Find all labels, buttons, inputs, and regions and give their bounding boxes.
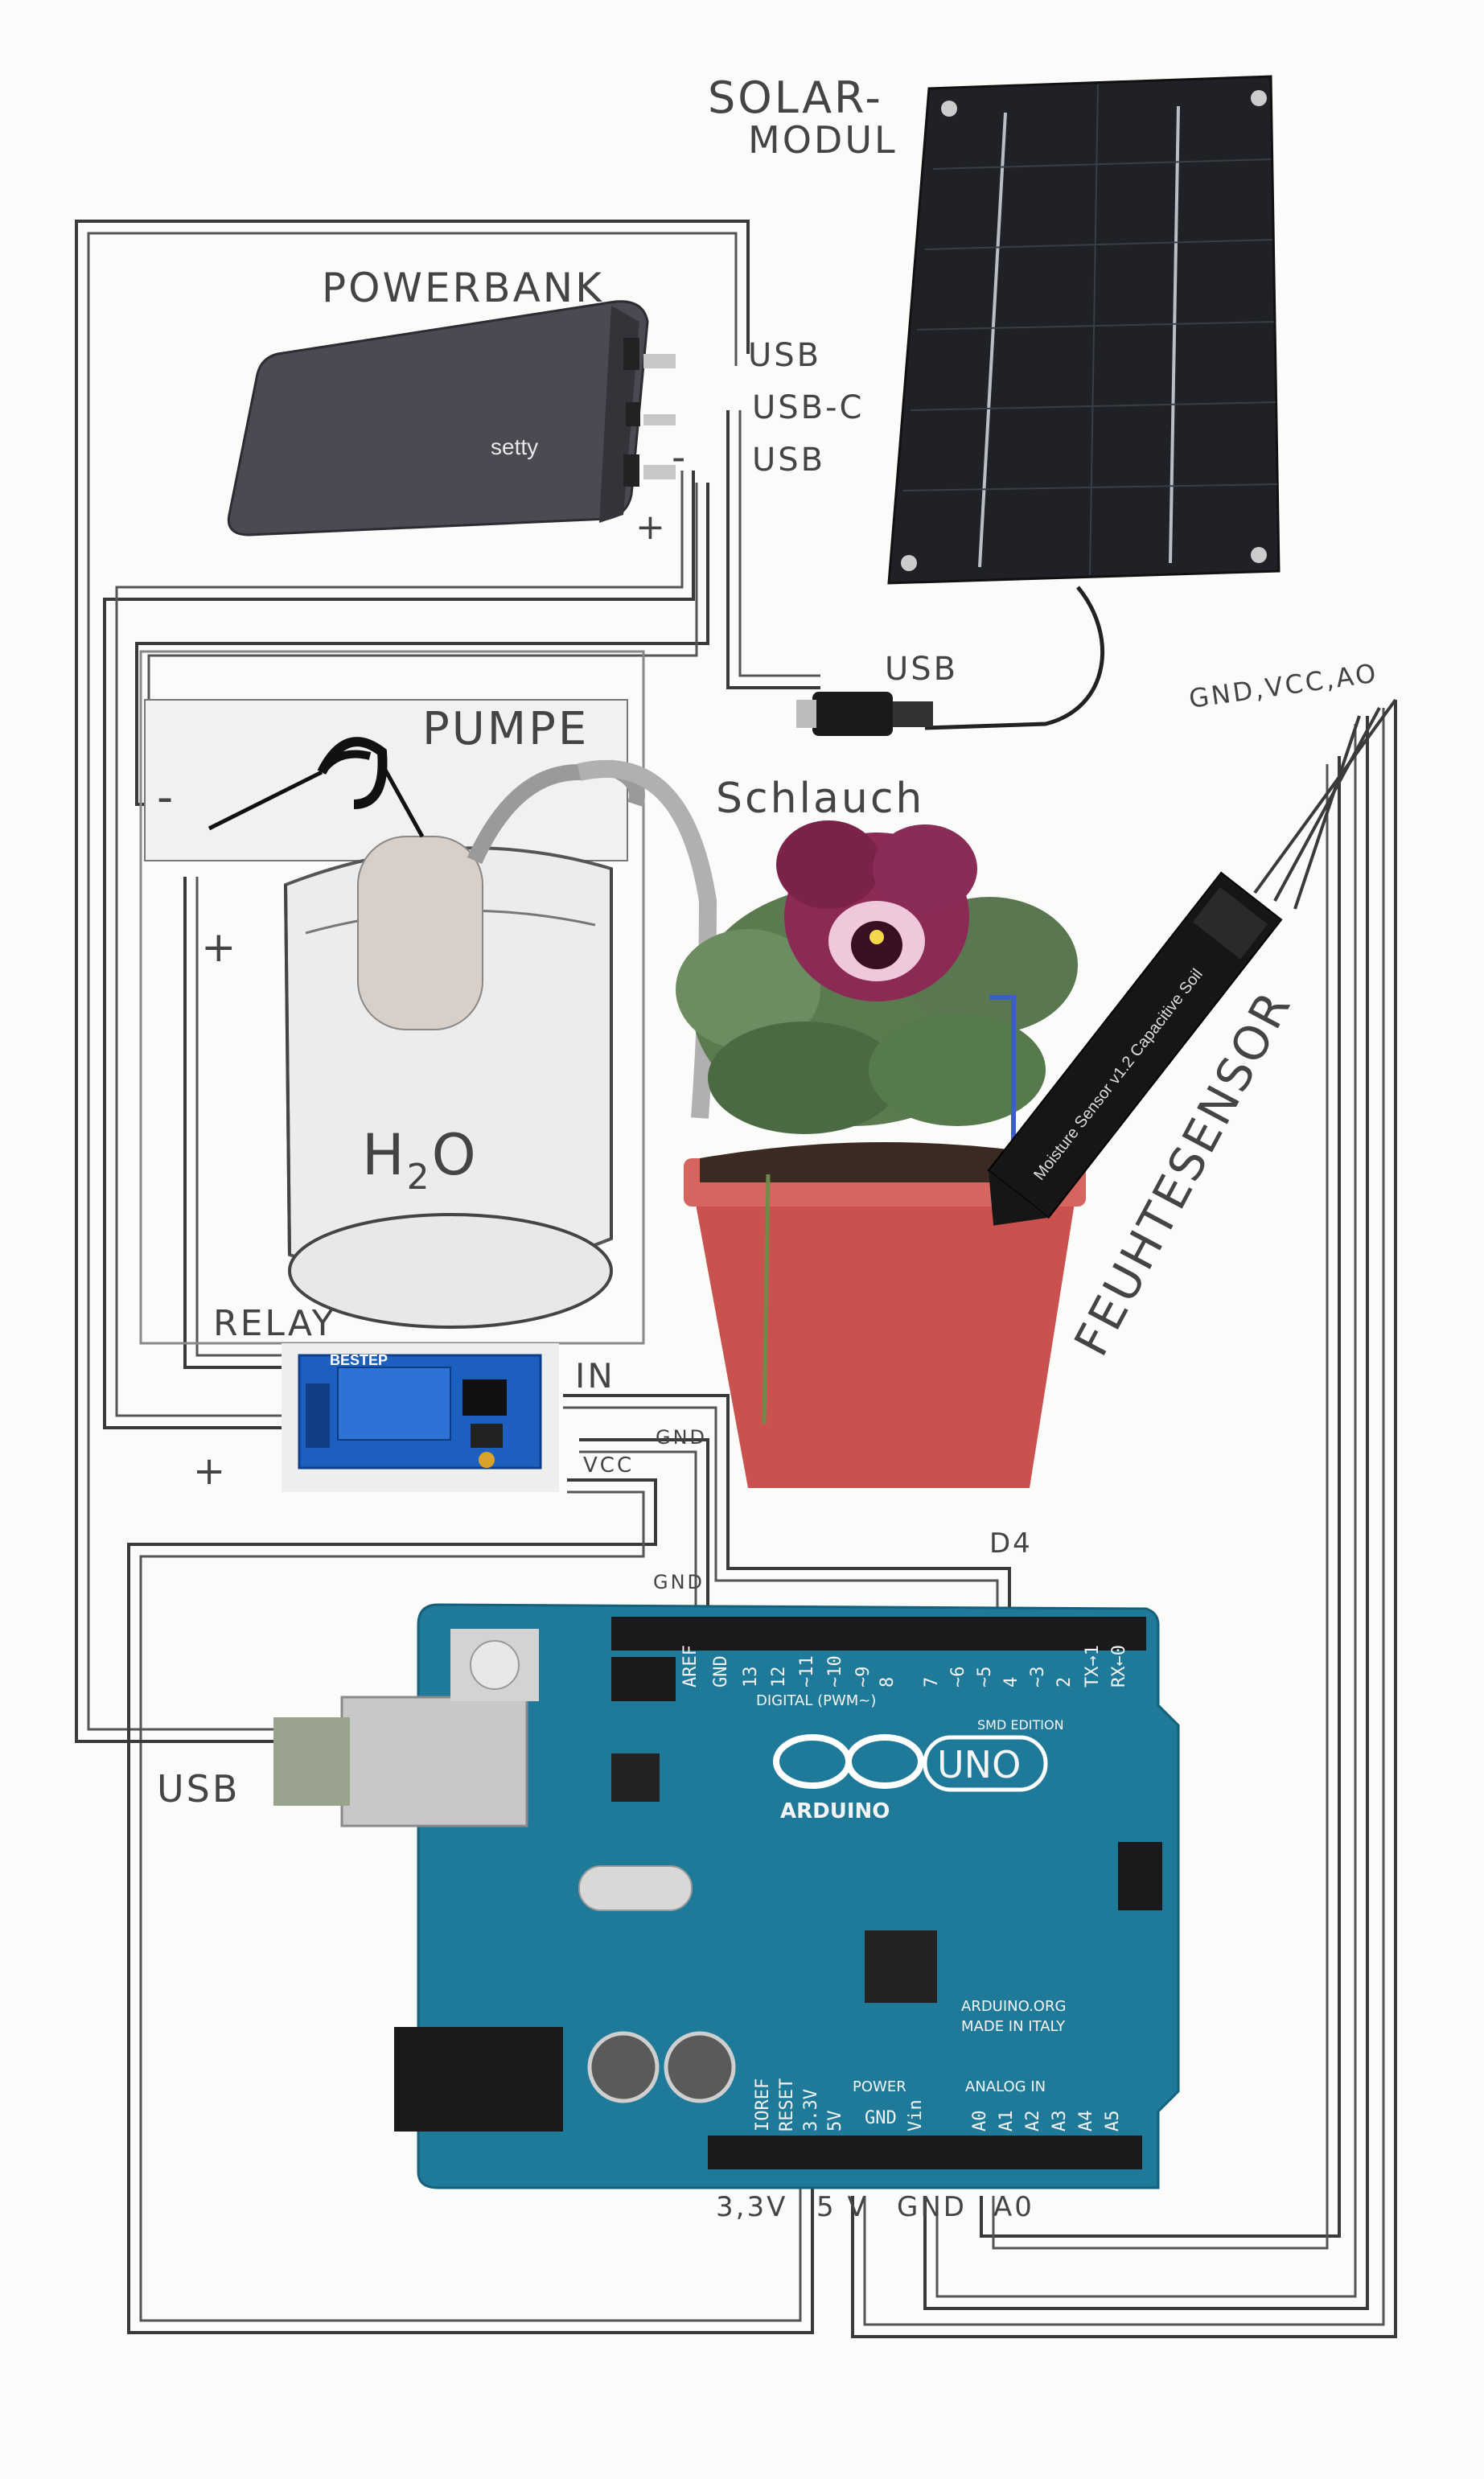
relay-brand: BESTEP: [330, 1352, 388, 1368]
powerbank-minus: -: [672, 435, 688, 480]
pin-label: Vin: [906, 2099, 926, 2132]
powerbank-label: POWERBANK: [322, 265, 604, 311]
relay-gnd-label: GND: [656, 1426, 707, 1449]
pin-label: 4: [1001, 1677, 1022, 1688]
pin-label: 13: [741, 1667, 761, 1688]
pin-label: ~9: [853, 1667, 874, 1688]
pin-5v-label: 5 V: [816, 2191, 869, 2223]
arduino-smd-text: SMD EDITION: [977, 1717, 1064, 1733]
pin-label: 5V: [825, 2111, 845, 2132]
relay-label: RELAY: [213, 1303, 335, 1344]
pin-label: ~5: [975, 1667, 995, 1688]
pin-label: ~3: [1028, 1667, 1048, 1688]
schlauch-label: Schlauch: [716, 775, 924, 823]
arduino-italy-text: MADE IN ITALY: [961, 2018, 1066, 2035]
relay-vcc-label: VCC: [583, 1453, 634, 1478]
pin-label: A3: [1050, 2111, 1070, 2132]
h2o-sub: 2: [407, 1157, 432, 1198]
relay-module: BESTEP: [282, 1343, 559, 1492]
power-analog-pin-labels: IOREF RESET 3.3V 5V GND Vin A0 A1 A2 A3 …: [753, 2078, 1123, 2132]
powerbank: setty: [227, 300, 676, 536]
h2o-h: H: [362, 1122, 407, 1188]
pin-label: RX←0: [1109, 1645, 1129, 1688]
arduino-gnd-top-label: GND: [653, 1571, 705, 1593]
pin-gnd-label: GND: [897, 2191, 967, 2223]
arduino-usb-label: USB: [157, 1767, 240, 1811]
pin-label: 2: [1054, 1677, 1075, 1688]
pin-label: TX→1: [1083, 1645, 1103, 1688]
h2o-o: O: [432, 1122, 479, 1188]
water-tank: [139, 650, 717, 1345]
pumpe-label: PUMPE: [422, 703, 589, 755]
solar-panel: [796, 75, 1281, 736]
arduino-org-text: ARDUINO.ORG: [961, 1998, 1066, 2015]
pin-label: IOREF: [753, 2078, 773, 2132]
solar-label-2: MODUL: [748, 118, 898, 162]
powerbank-brand: setty: [491, 434, 538, 459]
arduino-analog-text: ANALOG IN: [965, 2078, 1046, 2095]
pin-label: A1: [997, 2111, 1017, 2132]
pin-label: ~11: [797, 1655, 817, 1688]
arduino-uno-text: UNO: [937, 1743, 1021, 1786]
pin-label: 3.3V: [801, 2089, 821, 2132]
usb-c-label: USB-C: [752, 389, 864, 426]
wires: [75, 220, 1397, 2338]
pin-3v3-label: 3,3V: [716, 2191, 787, 2223]
pin-label: 12: [769, 1667, 789, 1688]
relay-in-label: IN: [575, 1356, 615, 1396]
pin-label: A5: [1103, 2111, 1123, 2132]
solar-label-1: SOLAR-: [708, 72, 883, 123]
arduino-digital-text: DIGITAL (PWM~): [756, 1692, 876, 1709]
usb-solar-label: USB: [885, 651, 958, 688]
pin-label: GND: [865, 2108, 897, 2128]
arduino-power-text: POWER: [853, 2078, 906, 2095]
usb-top-label: USB: [748, 337, 821, 374]
pin-label: A2: [1023, 2111, 1043, 2132]
pin-label: AREF: [680, 1645, 701, 1688]
svg-text:H2O: H2O: [362, 1122, 479, 1198]
pin-a0-label: A0: [993, 2191, 1034, 2223]
pin-label: 8: [878, 1677, 898, 1688]
pin-label: A0: [970, 2111, 990, 2132]
arduino-board: UNO ARDUINO SMD EDITION ARDUINO.ORG MADE…: [273, 1603, 1180, 2189]
pin-label: RESET: [777, 2078, 797, 2132]
sensor-pins-label: GND,VCC,AO: [1187, 657, 1380, 714]
pin-label: 7: [922, 1677, 942, 1688]
pin-label: GND: [711, 1655, 731, 1688]
arduino-name-text: ARDUINO: [780, 1799, 890, 1823]
plant: [676, 820, 1086, 1488]
pump-plus: +: [201, 923, 239, 972]
relay-plus-label: +: [193, 1449, 228, 1494]
digital-pin-labels: AREF GND 13 12 ~11 ~10 ~9 8 7 ~6 ~5 4 ~3…: [680, 1645, 1129, 1688]
powerbank-plus: +: [635, 507, 668, 548]
pump-minus: -: [157, 771, 175, 824]
pin-label: ~6: [948, 1667, 968, 1688]
usb-bottom-label: USB: [752, 442, 825, 479]
pin-label: ~10: [825, 1655, 845, 1688]
d4-label: D4: [989, 1527, 1033, 1560]
pin-label: A4: [1076, 2111, 1096, 2132]
